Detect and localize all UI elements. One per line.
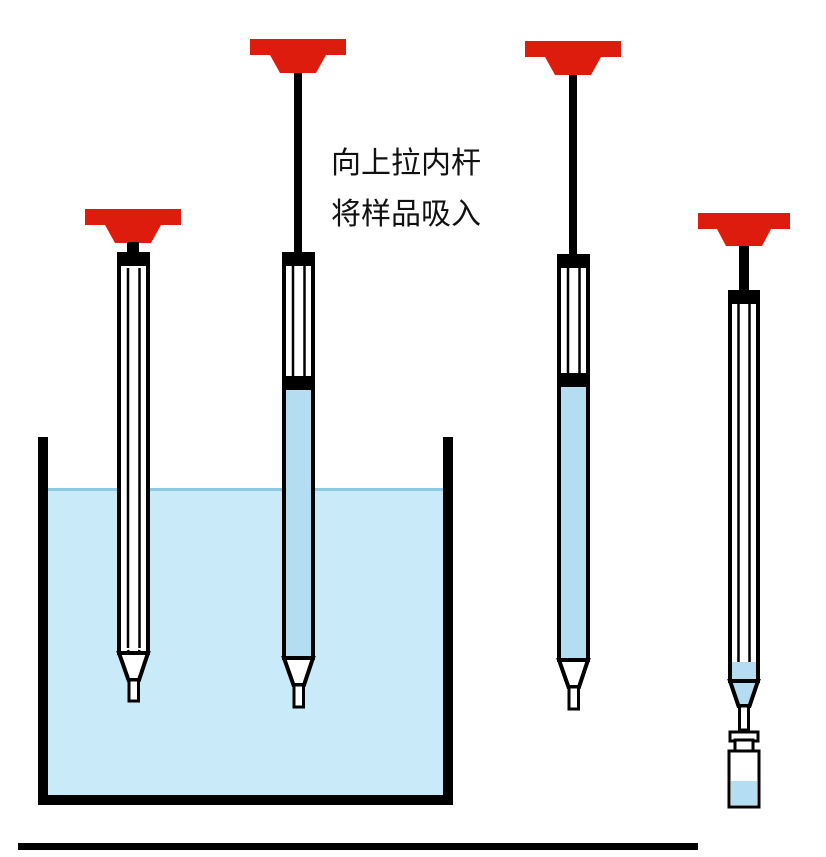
syringe-tip	[738, 704, 750, 732]
barrel-top-band	[728, 290, 760, 304]
plunger-cap-top	[698, 213, 790, 229]
bench-surface-line	[18, 843, 698, 850]
annotation-line-2: 将样品吸入	[331, 197, 481, 232]
plunger-cap-top	[250, 39, 346, 55]
beaker-left-wall	[38, 437, 48, 805]
syringe-2-drawing-sample-in-liquid	[250, 39, 346, 709]
plunger-cap-base	[270, 55, 326, 73]
plunger-cap-base	[105, 225, 161, 243]
syringe-tip	[127, 678, 140, 703]
sample-in-barrel	[286, 390, 311, 656]
liquid-surface-line	[48, 488, 443, 491]
plunger-cap-top	[525, 41, 621, 57]
barrel-taper	[556, 658, 591, 689]
plunger-cap-base	[717, 229, 771, 246]
barrel-top-band	[282, 252, 315, 266]
sample-in-barrel	[732, 662, 756, 679]
syringe-tip	[567, 685, 580, 711]
syringe-3-sample-held-out-of-liquid	[525, 41, 621, 711]
beaker-right-wall	[443, 437, 453, 805]
barrel-top-band	[557, 254, 590, 268]
plunger-stem	[127, 242, 139, 255]
syringe-1-plunger-down-in-liquid	[85, 209, 181, 703]
plunger-seal	[561, 373, 586, 387]
plunger-seal	[286, 376, 311, 390]
sample-vial	[727, 730, 761, 809]
syringe-tip	[292, 683, 305, 709]
annotation-line-1: 向上拉内杆	[331, 146, 481, 181]
syringe-barrel	[117, 252, 150, 655]
vial-body-outline	[727, 749, 761, 809]
plunger-rod	[569, 75, 577, 256]
plunger-cap-top	[85, 209, 181, 225]
beaker-liquid	[48, 490, 443, 795]
plunger-stem	[739, 246, 749, 292]
plunger-cap-base	[545, 57, 601, 75]
plunger-rod	[294, 73, 302, 254]
syringe-4-dispensing-into-vial	[698, 213, 790, 732]
beaker	[38, 437, 453, 805]
sample-in-barrel	[561, 387, 586, 658]
beaker-bottom	[38, 795, 453, 805]
syringe-barrel	[728, 290, 760, 683]
barrel-top-band	[117, 252, 150, 266]
bench-line	[18, 843, 698, 850]
barrel-taper-with-sample	[727, 679, 761, 708]
vial-liquid	[731, 781, 757, 805]
annotation: 向上拉内杆 将样品吸入	[331, 146, 481, 232]
